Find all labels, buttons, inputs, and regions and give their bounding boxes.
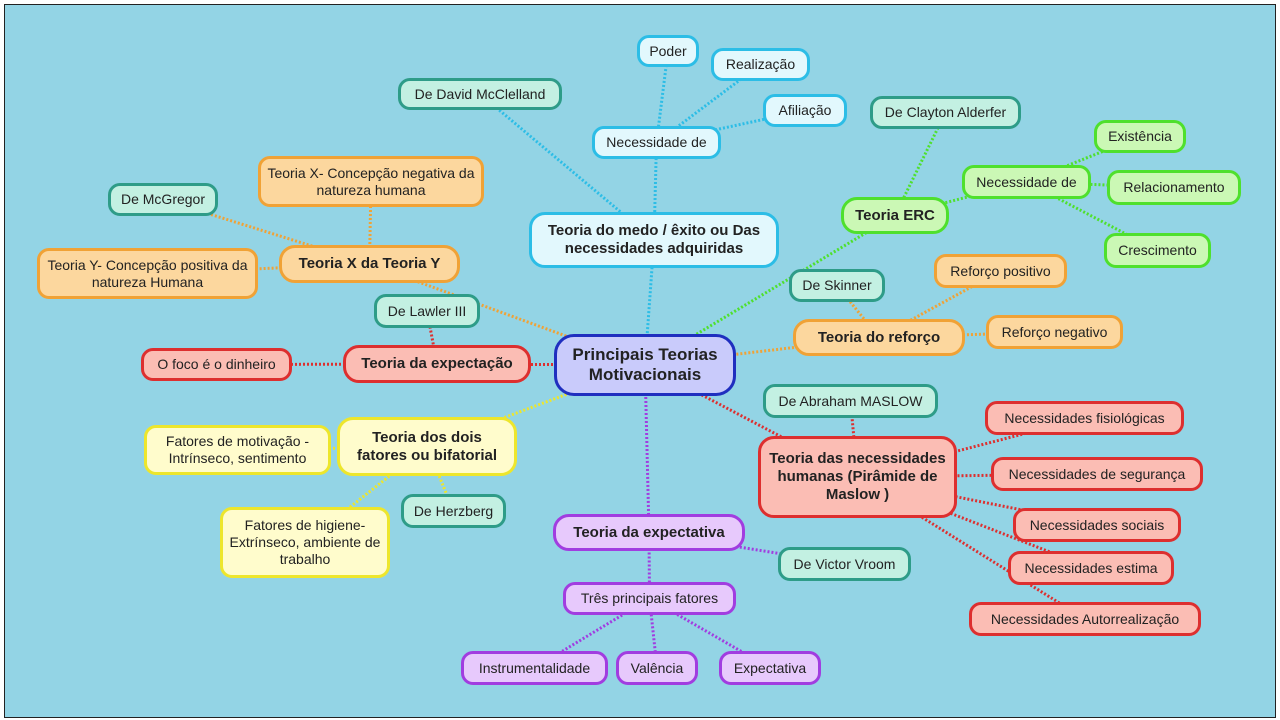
connector-erc-ald — [893, 111, 947, 217]
theory-erc[interactable]: Teoria ERC — [841, 197, 949, 234]
connector-ref-rpos — [878, 269, 1002, 339]
need-afiliacao[interactable]: Afiliação — [763, 94, 847, 127]
need-poder[interactable]: Poder — [637, 35, 699, 67]
theory-medo-exito[interactable]: Teoria do medo / êxito ou Das necessidad… — [529, 212, 779, 268]
central-topic[interactable]: Principais Teorias Motivacionais — [554, 334, 736, 396]
foco-dinheiro[interactable]: O foco é o dinheiro — [141, 348, 292, 381]
needs-label-erc[interactable]: Necessidade de — [962, 165, 1091, 199]
need-estima[interactable]: Necessidades estima — [1008, 551, 1174, 585]
theory-reforco[interactable]: Teoria do reforço — [793, 319, 965, 356]
author-vroom[interactable]: De Victor Vroom — [778, 547, 911, 581]
need-existencia[interactable]: Existência — [1094, 120, 1186, 153]
connector-ref-skin — [835, 284, 881, 339]
need-seguranca[interactable]: Necessidades de segurança — [991, 457, 1203, 491]
author-skinner[interactable]: De Skinner — [789, 269, 885, 302]
factor-expectativa[interactable]: Expectativa — [719, 651, 821, 685]
author-herzberg[interactable]: De Herzberg — [401, 494, 506, 528]
author-alderfer[interactable]: De Clayton Alderfer — [870, 96, 1021, 129]
fatores-motivacao[interactable]: Fatores de motivação - Intrínseco, senti… — [144, 425, 331, 475]
author-maslow[interactable]: De Abraham MASLOW — [763, 384, 938, 418]
theory-expectativa[interactable]: Teoria da expectativa — [553, 514, 745, 551]
fatores-higiene[interactable]: Fatores de higiene- Extrínseco, ambiente… — [220, 507, 390, 578]
teoria-x[interactable]: Teoria X- Concepção negativa da natureza… — [258, 156, 484, 207]
need-crescimento[interactable]: Crescimento — [1104, 233, 1211, 268]
theory-bifatorial[interactable]: Teoria dos dois fatores ou bifatorial — [337, 417, 517, 476]
author-lawler[interactable]: De Lawler III — [374, 294, 480, 328]
connector-mas-m0 — [857, 416, 1085, 479]
theory-x-y[interactable]: Teoria X da Teoria Y — [279, 245, 460, 283]
need-autorrealizacao[interactable]: Necessidades Autorrealização — [969, 602, 1201, 636]
connector-tres-exp — [648, 597, 771, 670]
author-mcclelland[interactable]: De David McClelland — [398, 78, 562, 110]
factor-valencia[interactable]: Valência — [616, 651, 698, 685]
needs-label-mcclelland[interactable]: Necessidade de — [592, 126, 721, 159]
reforco-positivo[interactable]: Reforço positivo — [934, 254, 1067, 288]
need-realizacao[interactable]: Realização — [711, 48, 810, 81]
theory-expectacao[interactable]: Teoria da expectação — [343, 345, 531, 383]
factor-instrumentalidade[interactable]: Instrumentalidade — [461, 651, 608, 685]
author-mcgregor[interactable]: De McGregor — [108, 183, 218, 216]
theory-maslow[interactable]: Teoria das necessidades humanas (Pirâmid… — [758, 436, 957, 518]
need-relacionamento[interactable]: Relacionamento — [1107, 170, 1241, 205]
teoria-y[interactable]: Teoria Y- Concepção positiva da natureza… — [37, 248, 258, 299]
connector-expv-tres — [647, 532, 651, 599]
mind-map-canvas: Principais Teorias Motivacionais Teoria … — [4, 4, 1276, 718]
need-sociais[interactable]: Necessidades sociais — [1013, 508, 1181, 542]
factors-label[interactable]: Três principais fatores — [563, 582, 736, 615]
need-fisiologicas[interactable]: Necessidades fisiológicas — [985, 401, 1184, 435]
reforco-negativo[interactable]: Reforço negativo — [986, 315, 1123, 349]
